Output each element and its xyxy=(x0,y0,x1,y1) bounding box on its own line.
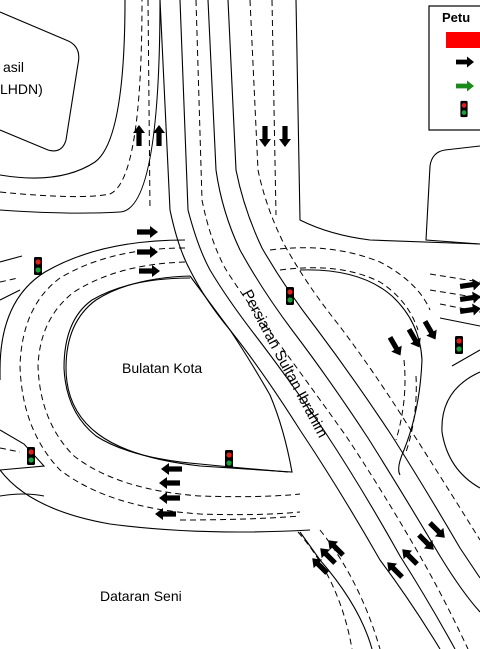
main-road-edge-1 xyxy=(159,0,441,649)
main-road-edge-3 xyxy=(207,0,480,613)
arc-right xyxy=(441,371,480,489)
road-left-island xyxy=(0,429,46,471)
legend-title: Petu xyxy=(442,10,470,25)
road-right-lane-a xyxy=(269,247,431,311)
road-bottom-edge-a xyxy=(0,493,45,497)
arrow-icon xyxy=(279,126,291,147)
arrow-icon xyxy=(384,334,406,359)
legend: Petu xyxy=(428,5,480,131)
arrow-icon xyxy=(459,302,480,318)
arrow-icon xyxy=(137,246,158,258)
road-bottom-lane-a xyxy=(179,515,301,521)
label-building-lhdn: asil xyxy=(3,59,24,75)
green-arrow-icon xyxy=(456,80,474,92)
building-lhdn xyxy=(0,11,80,152)
road-left-edge-b xyxy=(0,289,21,301)
arrow-icon xyxy=(459,277,480,293)
road-right-lane-b xyxy=(279,267,419,331)
road-top-left-b xyxy=(0,0,161,214)
arrow-icon xyxy=(259,126,271,147)
arrow-icon xyxy=(159,477,180,489)
road-right-curve-lane xyxy=(395,359,417,453)
lane-top-left-b xyxy=(147,0,151,211)
red-block-icon xyxy=(446,32,480,48)
lane-top-left-a xyxy=(0,0,143,198)
roundabout-island xyxy=(65,275,293,473)
traffic-light-group xyxy=(27,257,463,468)
island-right xyxy=(439,317,480,367)
black-arrow-icon xyxy=(456,56,474,68)
road-top-right-lane xyxy=(271,0,277,216)
legend-frame xyxy=(428,5,480,131)
arrow-icon xyxy=(459,290,480,306)
label-roundabout: Bulatan Kota xyxy=(122,360,202,376)
label-building-lhdn-sub: LHDN) xyxy=(0,81,43,97)
main-road-edge-2 xyxy=(179,0,456,649)
arrow-group xyxy=(133,125,480,582)
arrow-icon xyxy=(137,226,158,238)
arrow-icon xyxy=(397,544,422,569)
road-bottom-edge-b xyxy=(299,531,373,649)
traffic-light-icon xyxy=(286,287,294,305)
main-road-lane-2 xyxy=(249,0,480,541)
roundabout-lane-outer xyxy=(19,247,301,516)
arrow-icon xyxy=(161,463,182,475)
road-right-edge xyxy=(299,269,423,476)
road-left-lane xyxy=(0,277,19,283)
main-road-lane-1 xyxy=(195,0,469,649)
roundabout-outer-edge xyxy=(0,239,311,533)
traffic-light-icon xyxy=(460,100,468,118)
roundabout-inner-edge xyxy=(63,277,289,473)
arrow-icon xyxy=(419,318,441,343)
arrow-icon xyxy=(403,326,425,351)
label-plaza: Dataran Seni xyxy=(100,588,182,604)
road-left-lane-b xyxy=(0,447,21,453)
road-top-right-edge xyxy=(295,0,480,245)
roundabout-lane-mid xyxy=(37,261,301,498)
traffic-light-icon xyxy=(225,450,233,468)
road-top-left-a xyxy=(0,0,126,179)
building-right xyxy=(425,145,480,245)
road-left-edge-a xyxy=(0,255,23,263)
traffic-light-icon xyxy=(34,257,42,275)
traffic-light-icon xyxy=(455,336,463,354)
arrow-icon xyxy=(155,508,176,520)
traffic-light-icon xyxy=(27,447,35,465)
main-road-edge-4 xyxy=(227,0,480,579)
